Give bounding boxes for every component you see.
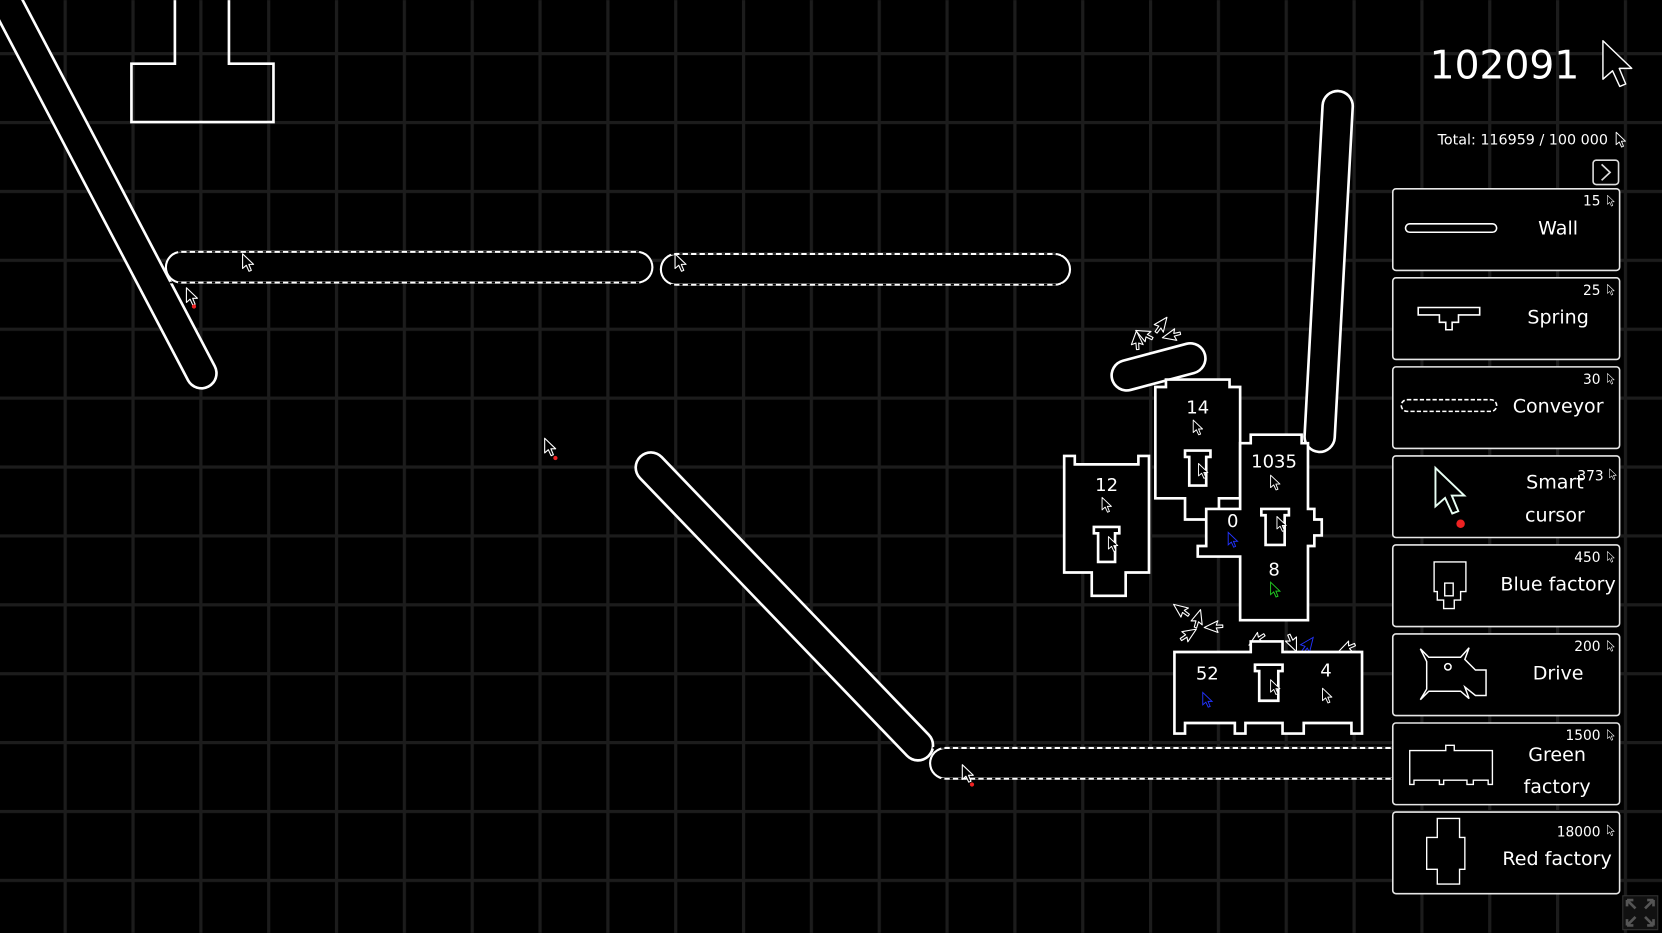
blue-factory[interactable]: 14 (1154, 378, 1242, 521)
t-block (130, 0, 275, 124)
shop-item-name: Drive (1533, 663, 1584, 685)
shop-item-price: 450 (1574, 550, 1600, 566)
shop-item-name: Green (1528, 744, 1586, 766)
red-factory-icon (1426, 817, 1466, 885)
shop-item-name: factory (1523, 776, 1590, 798)
factory-counter: 1035 (1251, 452, 1297, 473)
shop-item-price: 18000 (1557, 824, 1601, 840)
factory-counter: 4 (1320, 660, 1331, 681)
total-progress: Total: 116959 / 100 000 (1437, 132, 1608, 148)
score-counter: 102091 (1430, 44, 1580, 89)
conveyor-top-right (659, 252, 1072, 286)
fullscreen-icon (1625, 898, 1655, 927)
shop-item-price: 200 (1574, 639, 1600, 655)
green-factory[interactable]: 52 4 (1173, 640, 1364, 735)
shop-item-green-factory[interactable]: 1500 Green factory (1391, 722, 1621, 806)
shop-item-smart-cursor[interactable]: Smart cursor 373 (1391, 455, 1621, 539)
shop-item-name: Spring (1527, 306, 1589, 328)
shop-item-wall[interactable]: 15 Wall (1391, 187, 1621, 272)
blue-factory[interactable]: 12 (1062, 454, 1151, 598)
factory-counter: 52 (1196, 664, 1219, 685)
factory-counter: 0 (1227, 511, 1238, 532)
drive-icon (1419, 647, 1487, 701)
shop-item-conveyor[interactable]: 30 Conveyor (1391, 366, 1621, 450)
spring-icon (1417, 306, 1481, 331)
wall-diagonal-left (0, 0, 218, 390)
shop-item-drive[interactable]: 200 Drive (1391, 633, 1621, 717)
shop-item-spring[interactable]: 25 Spring (1391, 277, 1621, 361)
conveyor-bottom (929, 746, 1427, 780)
shop-item-price: 25 (1583, 283, 1601, 299)
factory-counter: 8 (1268, 560, 1279, 581)
green-factory-icon (1409, 744, 1494, 786)
shop-panel: 15 Wall 25 Spring 30 Conveyor Smart curs… (1391, 187, 1621, 895)
shop-item-price: 373 (1577, 468, 1603, 484)
factory-counter: 12 (1095, 475, 1118, 496)
expand-panel-button[interactable] (1592, 159, 1620, 186)
shop-item-red-factory[interactable]: 18000 Red factory (1391, 811, 1621, 895)
conveyor-top-left (164, 250, 654, 284)
shop-item-price: 1500 (1565, 728, 1600, 744)
shop-item-name: Red factory (1502, 848, 1611, 870)
conveyor-icon (1400, 398, 1498, 413)
shop-item-name: Wall (1538, 217, 1578, 239)
red-factory[interactable]: 1035 0 8 (1196, 433, 1324, 622)
shop-item-price: 30 (1583, 372, 1601, 388)
wall-diagonal-middle (634, 451, 935, 762)
shop-item-name: Blue factory (1500, 574, 1615, 596)
shop-item-name: Smart (1526, 472, 1584, 494)
blue-factory-icon (1433, 561, 1467, 610)
factory-counter: 14 (1186, 398, 1209, 419)
fullscreen-button[interactable] (1622, 895, 1659, 931)
shop-item-name: cursor (1525, 505, 1585, 527)
wall-icon (1404, 222, 1498, 234)
wall-vertical-right (1303, 89, 1355, 454)
shop-item-name: Conveyor (1513, 395, 1604, 417)
spring-capsule (1110, 341, 1207, 392)
chevron-right-icon (1601, 163, 1612, 181)
shop-item-blue-factory[interactable]: 450 Blue factory (1391, 544, 1621, 628)
shop-item-price: 15 (1583, 194, 1601, 210)
